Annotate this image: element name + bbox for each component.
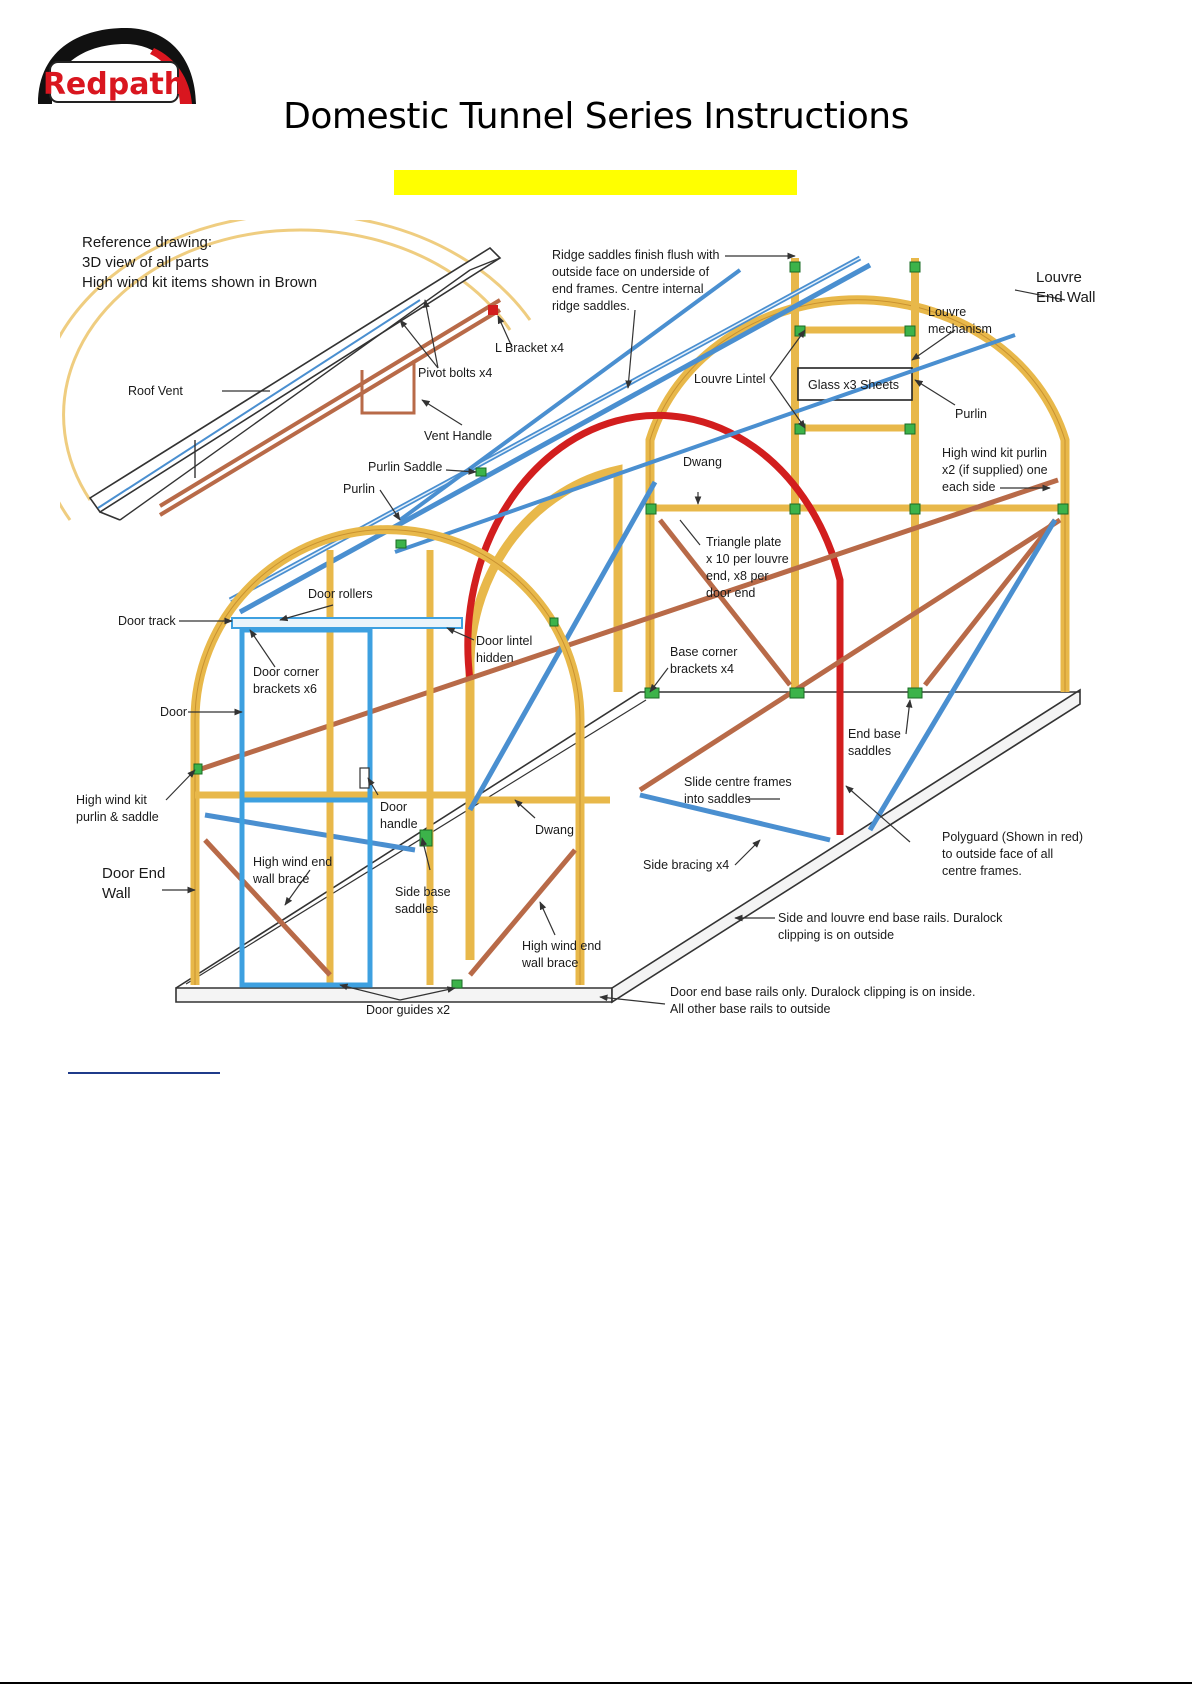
- side-base-saddles-1: Side base: [395, 885, 451, 899]
- door: Door: [160, 705, 187, 719]
- ridge-saddles-3: end frames. Centre internal: [552, 282, 703, 296]
- leader-lines: [162, 252, 1066, 1005]
- section-underline: [68, 1072, 220, 1074]
- roof-vent: Roof Vent: [128, 384, 183, 398]
- high-wind-brace-mid-1: High wind end: [522, 939, 601, 953]
- door-lintel-1: Door lintel: [476, 634, 532, 648]
- door-handle-1: Door: [380, 800, 407, 814]
- louvre-mechanism-2: mechanism: [928, 322, 992, 336]
- reference-note-2: 3D view of all parts: [82, 254, 209, 271]
- ridge-saddles-2: outside face on underside of: [552, 265, 710, 279]
- ridge-saddles-4: ridge saddles.: [552, 299, 630, 313]
- side-louvre-rails-1: Side and louvre end base rails. Duralock: [778, 911, 1003, 925]
- purlins: [197, 255, 1062, 793]
- dwang-bottom: Dwang: [535, 823, 574, 837]
- door-guides: Door guides x2: [366, 1003, 450, 1017]
- reference-note-3: High wind kit items shown in Brown: [82, 274, 317, 291]
- saddles: [193, 261, 1069, 989]
- door-lintel-2: hidden: [476, 651, 514, 665]
- reference-note-1: Reference drawing:: [82, 234, 212, 251]
- page-bottom-rule: [0, 1682, 1192, 1684]
- louvre-end-frame: [645, 258, 1070, 692]
- door-track: Door track: [118, 614, 176, 628]
- glass-box: [797, 367, 913, 401]
- glass-sheets: Glass x3 Sheets: [808, 378, 899, 392]
- door-corner-2: brackets x6: [253, 682, 317, 696]
- triangle-plate-4: door end: [706, 586, 755, 600]
- end-base-saddles-2: saddles: [848, 744, 891, 758]
- door-end-frame: [190, 525, 585, 985]
- logo-plate: [49, 61, 179, 103]
- vent-handle: Vent Handle: [424, 429, 492, 443]
- high-wind-purlin-3: each side: [942, 480, 996, 494]
- slide-centre-1: Slide centre frames: [684, 775, 792, 789]
- base-corner-1: Base corner: [670, 645, 737, 659]
- redpath-logo: Redpath: [38, 28, 196, 104]
- high-wind-brace-mid-2: wall brace: [521, 956, 578, 970]
- base-rails: [175, 688, 1081, 1004]
- side-base-saddles-2: saddles: [395, 902, 438, 916]
- door-end-rails-1: Door end base rails only. Duralock clipp…: [670, 985, 975, 999]
- high-wind-purlin-2: x2 (if supplied) one: [942, 463, 1048, 477]
- dwang-top: Dwang: [683, 455, 722, 469]
- side-bracing: Side bracing x4: [643, 858, 729, 872]
- ridge-saddles-1: Ridge saddles finish flush with: [552, 248, 719, 262]
- middle-frame: [465, 464, 623, 960]
- door-rollers: Door rollers: [308, 587, 373, 601]
- high-wind-purlin-1: High wind kit purlin: [942, 446, 1047, 460]
- high-wind-brace-left-2: wall brace: [252, 872, 309, 886]
- door-end-wall-1: Door End: [102, 865, 165, 882]
- l-bracket: L Bracket x4: [495, 341, 564, 355]
- highlight-bar: [394, 170, 797, 195]
- logo-arch-red: [150, 48, 192, 104]
- logo-arch: [38, 28, 196, 104]
- purlin-left: Purlin: [343, 482, 375, 496]
- slide-centre-2: into saddles: [684, 792, 751, 806]
- polyguard-frame: [464, 411, 844, 835]
- door-end-wall-2: Wall: [102, 885, 131, 902]
- page-title: Domestic Tunnel Series Instructions: [283, 96, 909, 137]
- polyguard-3: centre frames.: [942, 864, 1022, 878]
- high-wind-saddle-1: High wind kit: [76, 793, 147, 807]
- end-base-saddles-1: End base: [848, 727, 901, 741]
- side-louvre-rails-2: clipping is on outside: [778, 928, 894, 942]
- triangle-plate-2: x 10 per louvre: [706, 552, 789, 566]
- louvre-end-wall-1: Louvre: [1036, 269, 1082, 286]
- louvre-lintel: Louvre Lintel: [694, 372, 766, 386]
- base-corner-2: brackets x4: [670, 662, 734, 676]
- purlin-right: Purlin: [955, 407, 987, 421]
- door-corner-1: Door corner: [253, 665, 319, 679]
- triangle-plate-3: end, x8 per: [706, 569, 769, 583]
- door-end-rails-2: All other base rails to outside: [670, 1002, 831, 1016]
- louvre-mechanism-1: Louvre: [928, 305, 966, 319]
- triangle-plate-1: Triangle plate: [706, 535, 781, 549]
- louvre-end-wall-2: End Wall: [1036, 289, 1095, 306]
- tunnel-diagram: Reference drawing: 3D view of all parts …: [60, 220, 1095, 1017]
- logo-text: Redpath: [43, 67, 185, 102]
- roof-vent-inset: [60, 220, 532, 521]
- high-wind-saddle-2: purlin & saddle: [76, 810, 159, 824]
- high-wind-brace-left-1: High wind end: [253, 855, 332, 869]
- pivot-bolts: Pivot bolts x4: [418, 366, 492, 380]
- polyguard-2: to outside face of all: [942, 847, 1053, 861]
- polyguard-1: Polyguard (Shown in red): [942, 830, 1083, 844]
- purlin-saddle: Purlin Saddle: [368, 460, 442, 474]
- door-handle-2: handle: [380, 817, 418, 831]
